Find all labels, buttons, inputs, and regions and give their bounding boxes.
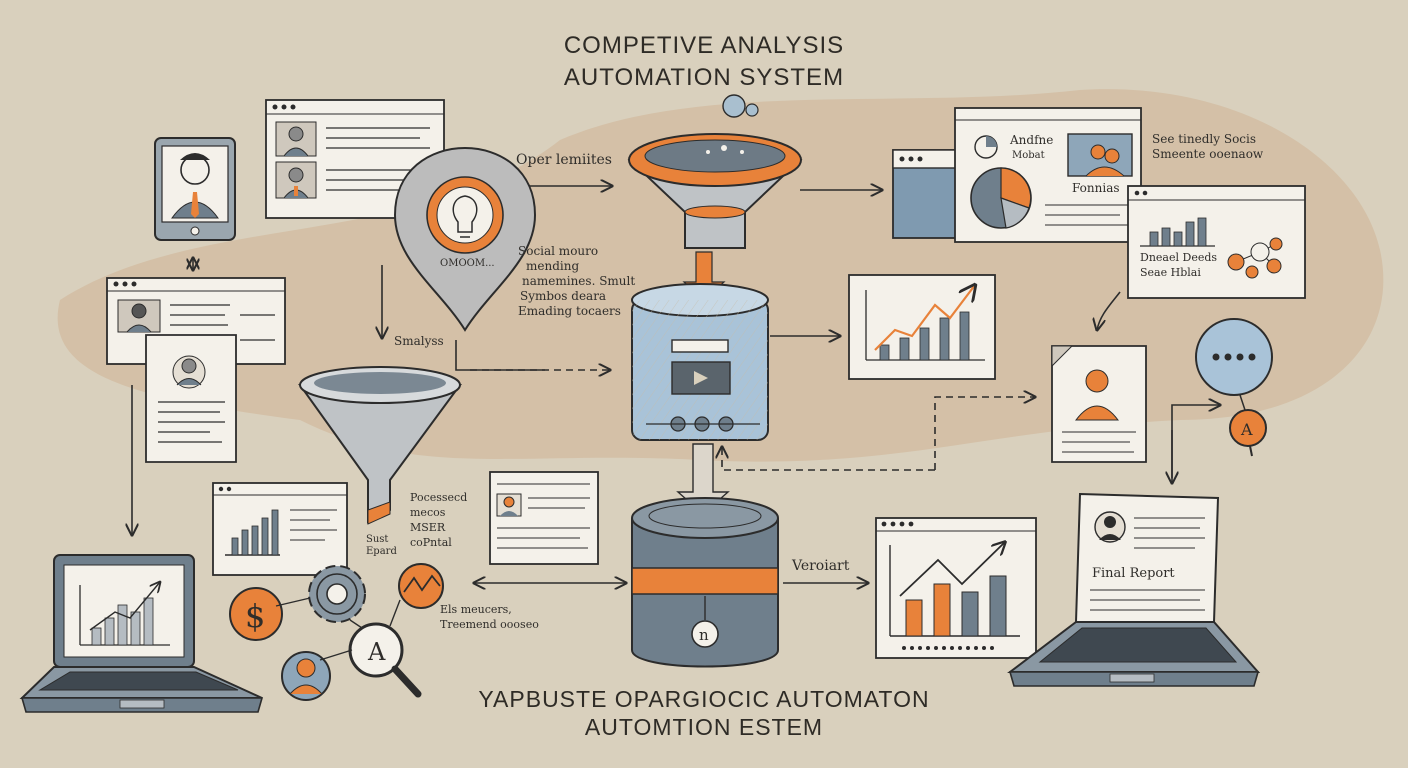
note-line: Symbos deara [520, 289, 607, 303]
profile-document [145, 334, 237, 463]
verdict-label: Veroiart [792, 558, 850, 574]
grey-funnel [298, 366, 462, 525]
trend-line-icon [398, 563, 444, 609]
report-bar-chart [875, 517, 1037, 659]
search-letter: A [367, 638, 386, 666]
location-pin-right: A [1195, 318, 1273, 457]
growth-chart-doc [848, 274, 996, 380]
database-badge: n [699, 626, 709, 644]
footer-title-line1: YAPBUSTE OPARGIOCIC AUTOMATON [478, 686, 930, 712]
arrow-pin-to-machine [455, 340, 545, 371]
processing-machine [631, 283, 769, 441]
arrow-dashed-loop [934, 397, 1035, 470]
diagram-title-line1: COMPETIVE ANALYSIS [563, 32, 845, 59]
diagram-title-line2: AUTOMATION SYSTEM [563, 64, 845, 91]
note-line: mecos [410, 506, 446, 519]
note-line: See tinedly Socis [1152, 132, 1257, 146]
laptop-final-report: Final Report [1007, 492, 1261, 687]
phone-device [154, 137, 236, 241]
pin-badge: A [1240, 420, 1253, 439]
note-line: Pocessecd [410, 491, 468, 504]
analytics-title: Andfne [1009, 133, 1053, 147]
analytics-subtitle: Mobat [1012, 150, 1045, 161]
social-monitoring-notes: Social mouro mending namemines. Smult Sy… [518, 244, 635, 319]
note-line: Social mouro [518, 244, 599, 258]
mid-right-note: Dneael Deeds Seae Hblai [1140, 250, 1217, 280]
smalyses-label: Smalyss [394, 334, 444, 348]
processed-note: Pocessecd mecos MSER coPntal [410, 490, 467, 550]
arrow-charts-to-profile [1097, 291, 1121, 330]
final-report-label: Final Report [1092, 566, 1175, 581]
note-line: namemines. Smult [522, 274, 636, 288]
note-line: Smeente ooenaow [1152, 147, 1264, 161]
database-cylinder: n [631, 497, 779, 668]
profile-document-right [1051, 345, 1147, 463]
arrow-dashed-return [722, 447, 935, 471]
note-line: Els meucers, [440, 603, 512, 616]
pie-chart-icon [970, 167, 1032, 229]
network-nodes-icon [1227, 237, 1283, 279]
icon-cluster: $ A [229, 563, 444, 701]
note-line: Emading tocaers [518, 304, 621, 318]
footer-title-line2: AUTOMTION ESTEM [584, 714, 824, 740]
note-line: Treemend oooseo [440, 618, 539, 631]
note-line: Epard [366, 546, 397, 557]
note-line: Sust [366, 534, 389, 545]
funnels-label: Fonnias [1072, 181, 1120, 195]
small-note: Sust Epard [366, 534, 397, 558]
note-line: MSER [410, 521, 446, 534]
note-line: mending [526, 259, 580, 273]
trend-note: Els meucers, Treemend oooseo [440, 602, 539, 632]
bar-chart-doc [212, 482, 348, 576]
laptop-left [19, 554, 264, 713]
other-websites-label: Oper lemiites [516, 152, 612, 168]
dollar-coin-icon [229, 587, 283, 641]
gear-icon [308, 565, 366, 623]
top-funnel [627, 94, 803, 249]
note-line: coPntal [410, 536, 452, 549]
idea-pin: OMOOM... [393, 146, 537, 332]
profile-card-small [489, 471, 599, 565]
note-line: Seae Hblai [1140, 266, 1201, 279]
analytics-browser: Andfne Mobat Fonnias [892, 107, 1142, 243]
connectors [132, 186, 1220, 583]
dollar-sign: $ [245, 597, 265, 635]
bulb-caption: OMOOM... [440, 258, 495, 269]
top-right-note: See tinedly Socis Smeente ooenaow [1152, 132, 1263, 162]
play-icon [694, 371, 708, 385]
note-line: Dneael Deeds [1140, 251, 1218, 264]
magnifier-icon: A [348, 622, 422, 698]
network-chart-browser [1127, 185, 1306, 299]
